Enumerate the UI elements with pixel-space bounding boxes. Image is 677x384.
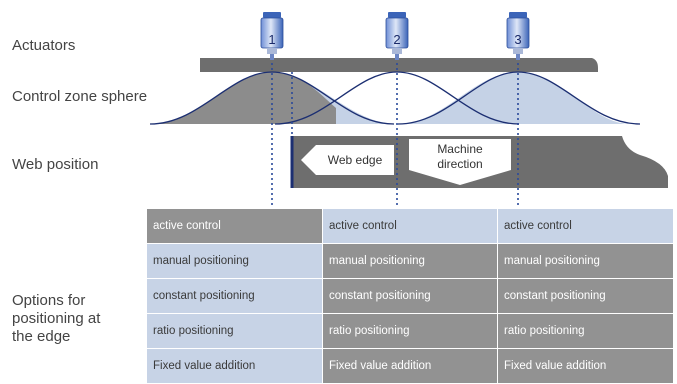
table-row: constant positioning constant positionin… [146,278,674,314]
control-zone-label: Control zone sphere [12,88,148,105]
option-cell: manual positioning [322,243,498,279]
actuator-3-tip [516,54,520,60]
web-edge-text: Web edge [328,153,383,167]
actuator-1: 1 [260,12,284,60]
table-row: manual positioning manual positioning ma… [146,243,674,279]
table-row: Fixed value addition Fixed value additio… [146,348,674,384]
actuator-2-neck [392,48,402,54]
table-row: ratio positioning ratio positioning rati… [146,313,674,349]
guide-lines [271,58,519,206]
web-edge-arrow-shape [301,145,394,175]
option-cell: active control [146,208,323,244]
option-cell: Fixed value addition [497,348,674,384]
actuator-3: 3 [506,12,530,60]
machine-direction-arrow: Machine direction [409,139,511,185]
options-label-line-1: Options for [12,292,86,309]
zone-curve-1 [149,71,395,125]
actuator-2-number: 2 [393,32,400,47]
actuator-bar [200,58,598,72]
option-cell: active control [322,208,498,244]
option-cell: manual positioning [497,243,674,279]
table-row: active control active control active con… [146,208,674,244]
web-position-label: Web position [12,156,99,173]
option-cell: constant positioning [146,278,323,314]
option-cell: ratio positioning [497,313,674,349]
option-cell: Fixed value addition [146,348,323,384]
actuator-3-neck [513,48,523,54]
zone-fill-active [150,72,336,124]
options-table: active control active control active con… [146,208,674,384]
option-cell: ratio positioning [146,313,323,349]
actuator-1-neck [267,48,277,54]
actuator-2-tip [395,54,399,60]
option-cell: active control [497,208,674,244]
machine-direction-text-1: Machine [437,142,483,156]
options-label-line-2: positioning at [12,310,101,327]
actuator-1-tip [270,54,274,60]
actuator-3-cap [509,12,527,18]
machine-direction-text-2: direction [437,157,482,171]
option-cell: constant positioning [322,278,498,314]
option-cell: manual positioning [146,243,323,279]
option-cell: constant positioning [497,278,674,314]
actuator-1-cap [263,12,281,18]
web-edge-arrow: Web edge [301,145,394,175]
actuators-label: Actuators [12,37,76,54]
zone-curve-2 [274,71,520,125]
machine-direction-arrow-shape [409,139,511,185]
actuator-2: 2 [385,12,409,60]
option-cell: Fixed value addition [322,348,498,384]
option-cell: ratio positioning [322,313,498,349]
options-label-line-3: the edge [12,328,71,345]
zone-curve-3 [397,71,641,125]
actuator-1-number: 1 [268,32,275,47]
control-zone-spheres [149,71,641,125]
actuator-3-number: 3 [514,32,521,47]
options-label: Options for positioning at the edge [12,292,100,346]
actuator-2-cap [388,12,406,18]
